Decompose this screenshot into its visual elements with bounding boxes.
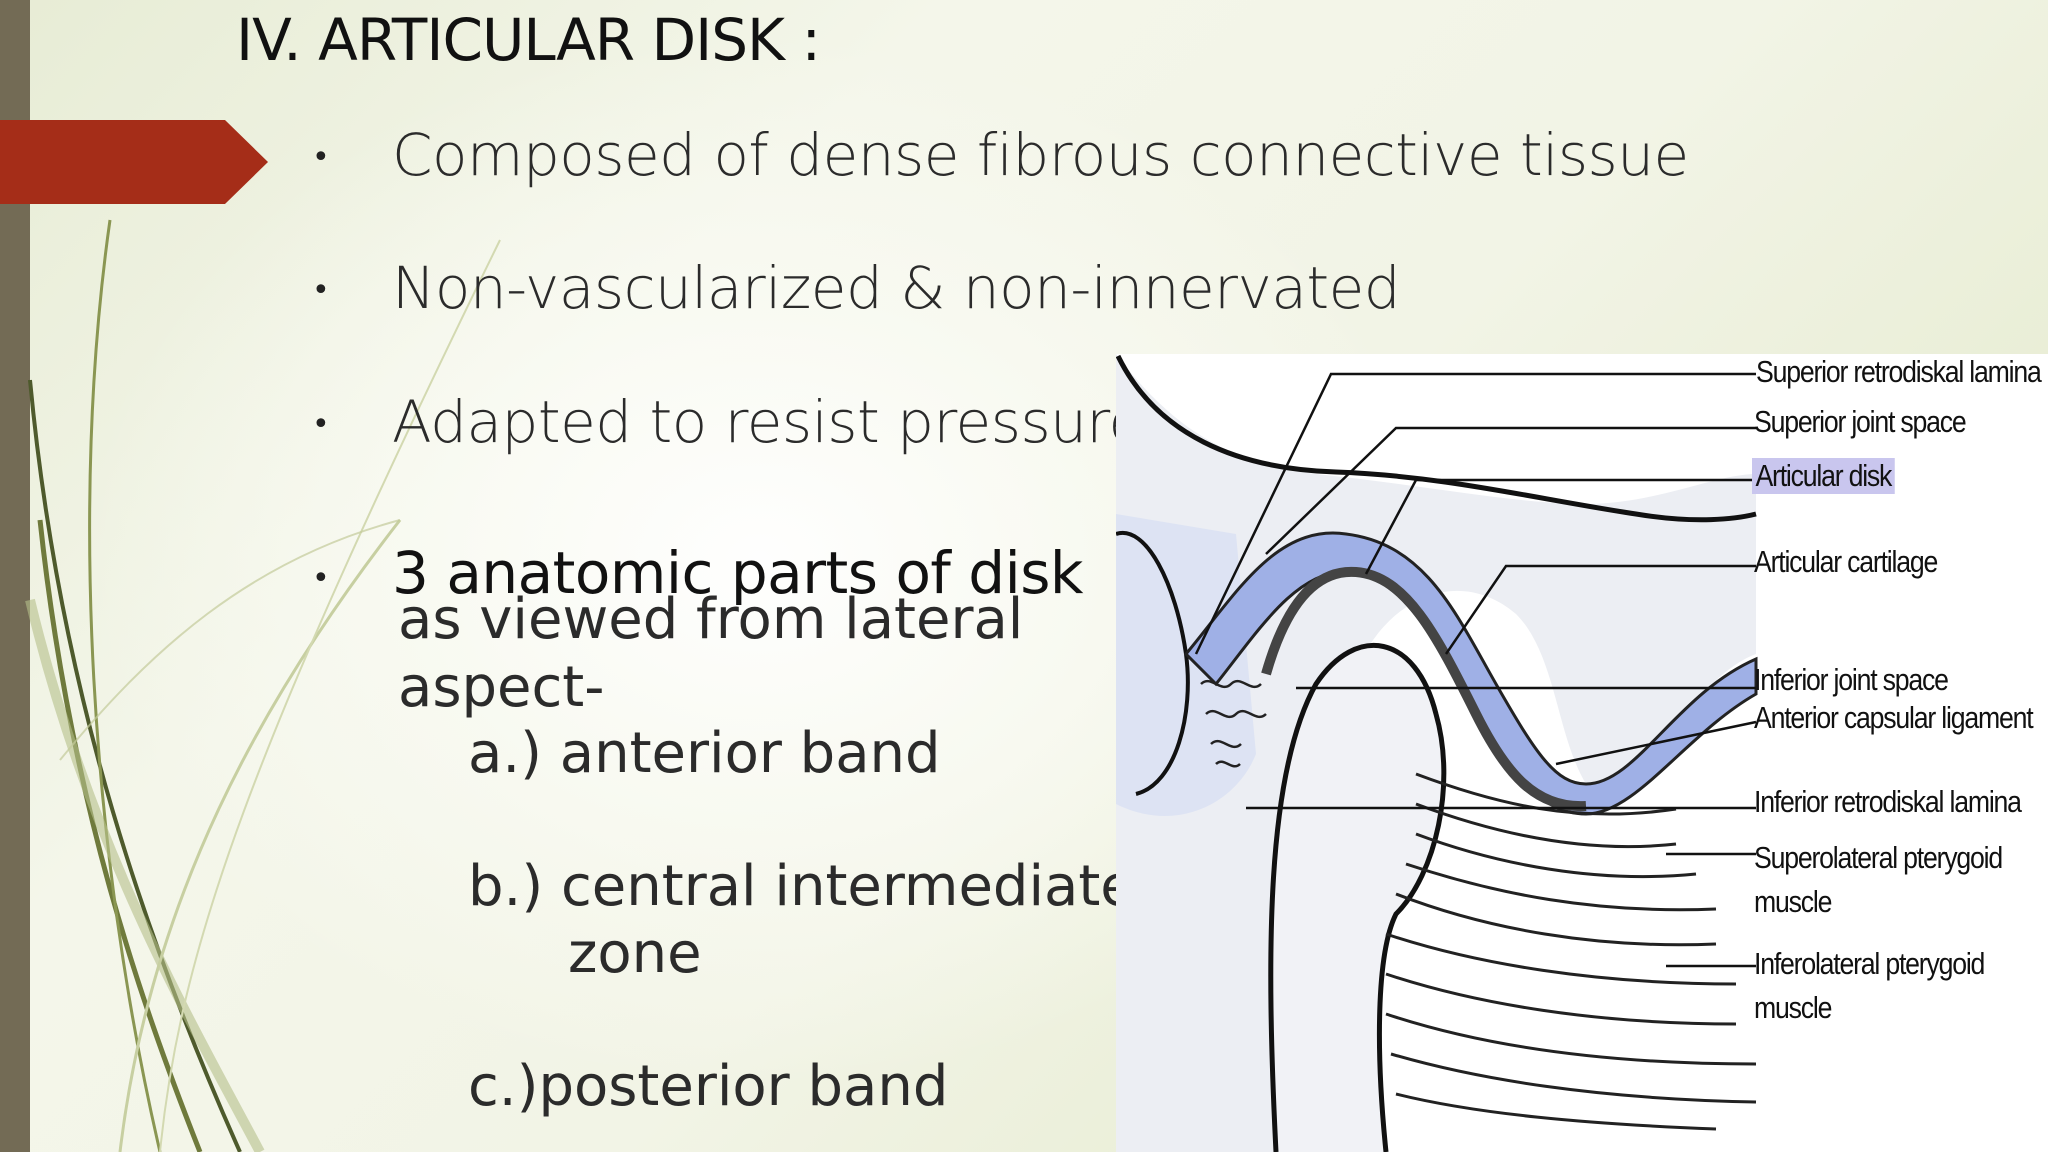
label-anterior-capsular-ligament: Anterior capsular ligament [1754, 700, 2034, 735]
sub-line-lateral: as viewed from lateral [398, 587, 1024, 652]
bullet-dot: • [312, 273, 330, 308]
bullet-dot: • [312, 561, 330, 596]
bullet-composition: Composed of dense fibrous connective tis… [392, 121, 1689, 189]
label-inferolateral-muscle: muscle [1754, 990, 1832, 1025]
sub-line-anterior-band: a.) anterior band [468, 721, 941, 786]
label-superolateral-muscle: muscle [1754, 884, 1832, 919]
bullet-anatomic-parts: 3 anatomic parts of disk [392, 539, 1084, 607]
label-superolateral-pterygoid: Superolateral pterygoid [1754, 840, 2003, 875]
label-inferior-retrodiskal-lamina: Inferior retrodiskal lamina [1754, 784, 2022, 819]
label-inferolateral-pterygoid: Inferolateral pterygoid [1754, 946, 1985, 981]
label-articular-disk: Articular disk [1752, 458, 1895, 494]
label-articular-cartilage: Articular cartilage [1754, 544, 1938, 579]
label-superior-joint-space: Superior joint space [1754, 404, 1967, 439]
slide-title: IV. ARTICULAR DISK : [236, 6, 821, 74]
decorative-swoosh [25, 219, 501, 1152]
bullet-dot: • [312, 140, 330, 175]
sub-line-central-zone: b.) central intermediate [468, 854, 1135, 919]
label-superior-retrodiskal-lamina: Superior retrodiskal lamina [1756, 354, 2042, 389]
bullet-vascularization: Non-vascularized & non-innervated [392, 254, 1401, 322]
bullet-pressure: Adapted to resist pressure [392, 388, 1144, 456]
sub-line-posterior-band: c.)posterior band [468, 1054, 949, 1119]
sub-line-zone: zone [568, 921, 702, 986]
sub-line-aspect: aspect- [398, 655, 605, 720]
bullet-dot: • [312, 407, 330, 442]
tmj-diagram: Superior retrodiskal lamina Superior joi… [1116, 354, 2048, 1152]
tmj-illustration [1116, 354, 1758, 1152]
label-inferior-joint-space: Inferior joint space [1754, 662, 1949, 697]
red-arrow-shape [0, 120, 268, 204]
